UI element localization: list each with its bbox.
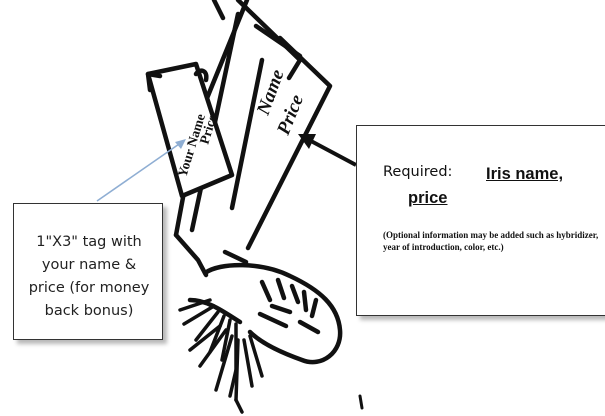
tag-callout-line: back bonus) [20, 300, 158, 323]
tag-callout-line: 1"X3" tag with [20, 231, 158, 254]
tag-callout-line: your name & [20, 254, 158, 277]
tag-callout-line: price (for money [20, 277, 158, 300]
roots [180, 300, 262, 412]
tag-callout-text: 1"X3" tag with your name & price (for mo… [20, 231, 158, 323]
stray-mark [360, 396, 362, 408]
required-line-2-text: price [408, 189, 447, 207]
required-line-2: price [486, 186, 604, 210]
required-value: Iris name, price [486, 162, 604, 210]
required-label: Required: [383, 164, 452, 180]
required-line-1: Iris name, [486, 165, 563, 183]
stake-pointer-arrow [298, 134, 356, 165]
required-info-callout-box: Required: Iris name, price (Optional inf… [356, 125, 605, 316]
tag-callout-box: 1"X3" tag with your name & price (for mo… [13, 203, 163, 340]
optional-info-note: (Optional information may be added such … [383, 229, 601, 253]
